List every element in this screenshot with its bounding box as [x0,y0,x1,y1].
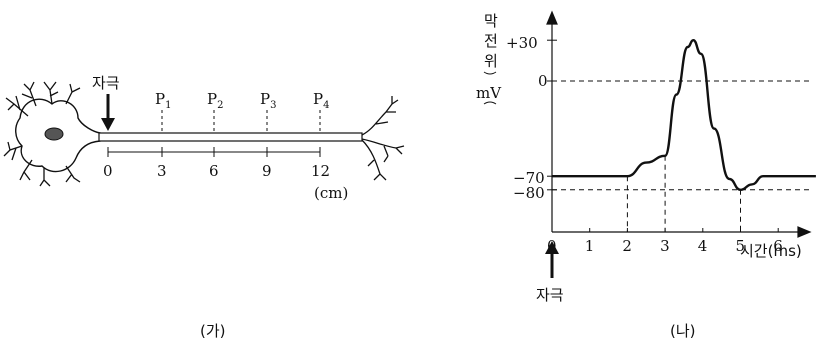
x-axis-label: 시간(ms) [740,242,802,260]
y-axis-label-char-2: 전 [484,32,498,50]
point-label-p4: P4 [313,90,329,111]
x-tick-label: 2 [622,237,632,255]
scale-tick-3: 3 [157,162,167,180]
x-tick-label: 3 [660,237,670,255]
caption-left: (가) [200,322,226,340]
point-label-p2: P2 [207,90,223,111]
measurement-points: P1 P2 P3 P4 [155,90,329,133]
stimulus-label-left: 자극 [92,74,120,92]
x-tick-label: 6 [773,237,783,255]
y-tick-label-plus30: +30 [506,34,538,52]
reference-lines [547,39,813,232]
x-tick-label: 5 [736,237,746,255]
y-axis-label-char-3: 위 [484,52,498,70]
distance-scale [107,147,321,157]
point-label-p3: P3 [260,90,276,111]
y-tick-label-minus70: −70 [513,169,545,187]
graph-axes [546,10,812,238]
scale-tick-0: 0 [103,162,113,180]
axon-terminals [361,96,405,181]
neuron-dendrites [3,81,81,187]
point-label-p1: P1 [155,90,171,111]
x-tick-label: 1 [585,237,595,255]
stimulus-arrow-left [101,94,115,131]
x-tick-label: 4 [698,237,708,255]
y-tick-label-0: 0 [538,72,548,90]
y-axis-label-paren-top [483,71,497,75]
scale-tick-12: 12 [311,162,330,180]
y-tick-label-minus80: −80 [513,184,545,202]
neuron-diagram: 자극 P1 P2 P3 P4 0 3 6 9 12 [3,74,405,340]
y-axis-label-paren-bottom [483,101,497,105]
stimulus-label-right: 자극 [536,286,564,304]
scale-tick-6: 6 [209,162,219,180]
y-axis-unit: mV [476,84,502,102]
scale-tick-9: 9 [262,162,272,180]
scale-unit: (cm) [314,184,348,202]
neuron-nucleus [44,127,64,141]
axon [98,132,363,142]
caption-right: (나) [670,322,696,340]
stimulus-arrow-right [545,241,559,278]
y-axis-label-char-1: 막 [484,12,498,30]
action-potential-curve [551,38,816,192]
